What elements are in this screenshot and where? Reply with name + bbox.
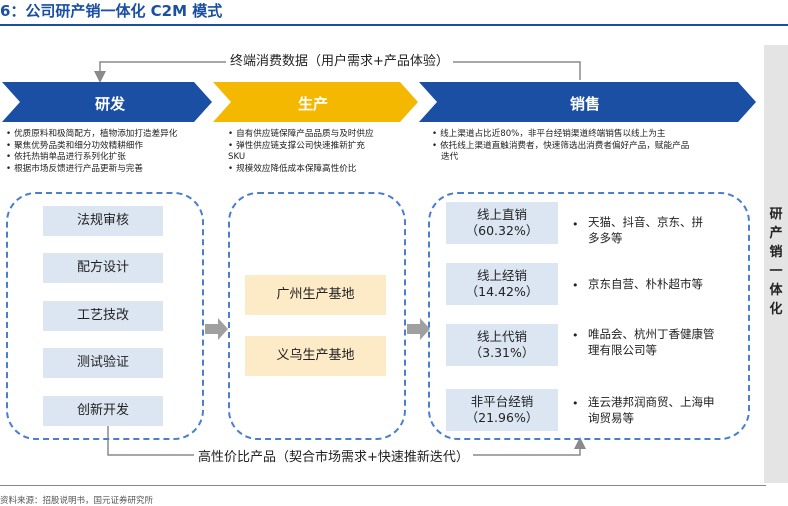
bullet-dot: • [572, 397, 579, 410]
side-label: 研 产 销 一 体 化 [764, 205, 788, 319]
source-note: 资料来源：招股说明书，国元证券研究所 [0, 496, 154, 506]
prod-base-yiwu: 义乌生产基地 [245, 336, 386, 376]
channel-box: 非平台经销 （21.96%） [446, 389, 558, 431]
channel-desc: 京东自营、朴朴超市等 [588, 276, 753, 292]
channel-name: 非平台经销 [470, 394, 534, 409]
rd-bullet: 聚焦优势品类和细分功效精耕细作 [6, 141, 177, 153]
channel-desc: 连云港邦润商贸、上海申 询贸易等 [588, 394, 753, 426]
channel-desc-line: 多多等 [588, 231, 623, 245]
channel-desc-line: 询贸易等 [588, 411, 634, 425]
top-flow-label: 终端消费数据（用户需求+产品体验） [226, 50, 453, 69]
channel-name: 线上经销 [476, 268, 527, 283]
channel-desc-line: 唯品会、杭州丁香健康管 [588, 327, 715, 341]
channel-desc-line: 京东自营、朴朴超市等 [588, 277, 703, 291]
rd-bullet: 根据市场反馈进行产品更新与完善 [6, 164, 177, 176]
channel-pct: （3.31%） [469, 345, 535, 360]
prod-group [228, 192, 406, 440]
channel-box: 线上直销 （60.32%） [446, 202, 558, 244]
side-label-char: 体 [769, 283, 783, 298]
rd-step: 法规审核 [43, 206, 163, 236]
chevron-prod [213, 82, 418, 122]
rd-step: 测试验证 [43, 348, 163, 378]
side-label-char: 研 [769, 207, 783, 222]
prod-bullet: 弹性供应链支撑公司快速推新扩充 [228, 141, 374, 153]
channel-pct: （14.42%） [465, 284, 539, 299]
rd-step: 工艺技改 [43, 301, 163, 331]
channel-desc-line: 理有限公司等 [588, 343, 657, 357]
sales-bullet: 依托线上渠道直触消费者，快速筛选出消费者偏好产品，赋能产品 [432, 141, 689, 153]
sales-bullets: 线上渠道占比近80%，非平台经销渠道终端销售以线上为主 依托线上渠道直触消费者，… [432, 129, 689, 164]
side-label-char: 化 [769, 302, 783, 317]
rd-step: 创新开发 [43, 396, 163, 426]
side-label-char: 一 [769, 264, 783, 279]
side-label-char: 销 [769, 245, 783, 260]
chevron-rd [2, 82, 212, 122]
channel-desc-line: 连云港邦润商贸、上海申 [588, 395, 715, 409]
arrow-prod-to-sales-icon [407, 318, 430, 340]
rd-bullet: 优质原料和极简配方，植物添加打造差异化 [6, 129, 177, 141]
bottom-rule [0, 485, 766, 486]
title-rule [0, 24, 788, 26]
stage-rd-label: 研发 [94, 95, 125, 113]
sales-bullet: 线上渠道占比近80%，非平台经销渠道终端销售以线上为主 [432, 129, 689, 141]
rd-bullets: 优质原料和极简配方，植物添加打造差异化 聚焦优势品类和细分功效精耕细作 依托热销… [6, 129, 177, 175]
side-label-char: 产 [769, 226, 783, 241]
channel-box: 线上经销 （14.42%） [446, 263, 558, 305]
sales-bullet-cont: 迭代 [441, 152, 459, 162]
prod-bullet: 规模效应降低成本保障高性价比 [228, 164, 374, 176]
channel-name: 线上直销 [476, 207, 527, 222]
rd-bullet: 依托热销单品进行系列化扩张 [6, 152, 177, 164]
rd-step: 配方设计 [43, 253, 163, 283]
stage-prod-label: 生产 [297, 95, 328, 113]
channel-desc: 天猫、抖音、京东、拼 多多等 [588, 214, 753, 246]
channel-pct: （21.96%） [465, 410, 539, 425]
prod-base-guangzhou: 广州生产基地 [245, 275, 386, 315]
stage-sales-label: 销售 [569, 95, 600, 113]
bottom-flow-label: 高性价比产品（契合市场需求+快速推新迭代） [194, 446, 473, 465]
channel-name: 线上代销 [476, 329, 527, 344]
channel-box: 线上代销 （3.31%） [446, 324, 558, 366]
prod-bullet-cont: SKU [228, 152, 246, 162]
channel-desc-line: 天猫、抖音、京东、拼 [588, 215, 703, 229]
arrow-rd-to-prod-icon [205, 318, 228, 340]
bullet-dot: • [572, 329, 579, 342]
channel-desc: 唯品会、杭州丁香健康管 理有限公司等 [588, 326, 753, 358]
rd-group [6, 192, 204, 440]
side-panel [764, 45, 788, 483]
sales-group [428, 192, 750, 440]
prod-bullet: 自有供应链保障产品品质与及时供应 [228, 129, 374, 141]
figure-title: 6：公司研产销一体化 C2M 模式 [0, 2, 223, 20]
channel-pct: （60.32%） [465, 223, 539, 238]
bullet-dot: • [572, 218, 579, 231]
chevron-sales [419, 82, 756, 122]
prod-bullets: 自有供应链保障产品品质与及时供应 弹性供应链支撑公司快速推新扩充 SKU 规模效… [228, 129, 374, 175]
bullet-dot: • [572, 279, 579, 292]
